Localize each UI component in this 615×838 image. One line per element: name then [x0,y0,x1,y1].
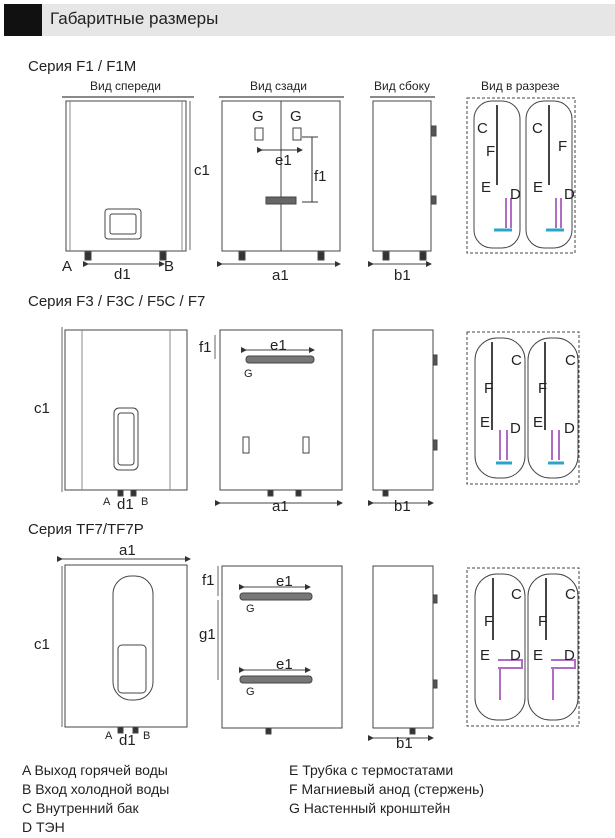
tf7-front-view [57,556,191,734]
f3-back-view [214,329,343,506]
tf7-back-view [217,565,343,735]
section-f-right: F [558,138,568,155]
dim-g-s3-top: G [246,603,255,615]
legend-c: C Внутренний бак [22,800,139,816]
view-label-side: Вид сбоку [374,79,430,93]
legend-g: G Настенный кронштейн [289,800,451,816]
section3-d-right: D [564,647,575,664]
dim-g1-s3: g1 [199,626,216,643]
section2-f-right: F [538,380,548,397]
dim-a-s3: A [105,730,113,742]
section3-d-left: D [510,647,521,664]
dim-e1: e1 [275,152,292,169]
section-f-left: F [486,143,496,160]
dim-g-s3-bottom: G [246,686,255,698]
dim-b1-s2: b1 [394,498,411,515]
section2-e-left: E [480,414,491,431]
f1-front-view [62,96,194,267]
section3-f-right: F [538,613,548,630]
section2-f-left: F [484,380,494,397]
f1-back-view [217,96,344,267]
view-label-front: Вид спереди [90,79,162,93]
dim-c1: c1 [194,162,210,179]
section3-f-left: F [484,613,494,630]
view-label-section: Вид в разрезе [481,79,560,93]
section-e-right: E [533,179,544,196]
dim-b1-s3: b1 [396,735,413,752]
f3-side-view [368,329,438,506]
series-title-tf7: Серия TF7/TF7P [28,521,144,538]
dim-g-s2: G [244,368,253,380]
view-label-back: Вид сзади [250,79,307,93]
dim-b-s2: B [141,496,149,508]
section3-e-left: E [480,647,491,664]
section-d-right: D [564,186,575,203]
dim-g-right: G [290,108,302,125]
section3-c-right: C [565,586,576,603]
tf7-section-view [466,567,580,727]
dim-c1-s3: c1 [34,636,50,653]
legend-a: A Выход горячей воды [22,762,168,778]
dim-b-inlet: B [164,258,175,275]
dim-a-outlet: A [62,258,73,275]
tf7-side-view [368,565,438,741]
legend-f: F Магниевый анод (стержень) [289,781,485,797]
section-c-right: C [532,120,543,137]
section2-d-left: D [510,420,521,437]
dim-a1-s2: a1 [272,498,289,515]
section3-e-right: E [533,647,544,664]
dim-a-s2: A [103,496,111,508]
legend-b: B Вход холодной воды [22,781,170,797]
dim-a1: a1 [272,267,289,284]
section-e-left: E [481,179,492,196]
dim-d1-s3: d1 [119,732,136,749]
dim-f1: f1 [314,168,327,185]
dim-b-s3: B [143,730,151,742]
section2-e-right: E [533,414,544,431]
series-title-f3: Серия F3 / F3C / F5C / F7 [28,293,206,310]
f3-section-view [466,331,580,485]
section-header-bar [4,4,615,36]
section2-c-left: C [511,352,522,369]
f1-section-view [466,97,576,254]
series-title-f1: Серия F1 / F1M [28,58,137,75]
dim-a1-s3: a1 [119,542,136,559]
section2-c-right: C [565,352,576,369]
dim-d1-s2: d1 [117,496,134,513]
legend-d: D ТЭН [22,819,65,835]
dim-f1-s3: f1 [202,572,215,589]
f3-front-view [61,327,188,497]
dim-e1-s2: e1 [270,337,287,354]
dim-d1: d1 [114,266,131,283]
dim-b1: b1 [394,267,411,284]
dim-g-left: G [252,108,264,125]
legend-e: E Трубка с термостатами [289,762,454,778]
dim-e1-s3-top: e1 [276,573,293,590]
f1-side-view [368,96,437,267]
section-c-left: C [477,120,488,137]
section-title: Габаритные размеры [50,9,219,28]
section2-d-right: D [564,420,575,437]
section-d-left: D [510,186,521,203]
section3-c-left: C [511,586,522,603]
dim-e1-s3-bottom: e1 [276,656,293,673]
dim-c1-s2: c1 [34,400,50,417]
dim-f1-s2: f1 [199,339,212,356]
section-header-marker [4,4,42,36]
